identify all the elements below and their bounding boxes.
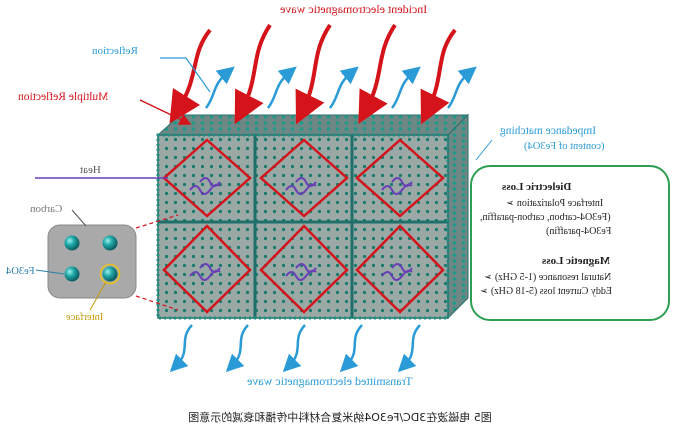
incident-wave-arrows [169,23,457,125]
transmitted-wave-label: Transmitted electromagnetic wave [247,374,413,388]
leader-lines [35,57,493,179]
transmitted-wave-arrows [169,324,421,373]
interface-label: Interface [66,312,104,323]
reflection-label: Reflection [92,45,138,57]
heat-squiggles [189,177,413,281]
loss-mechanism-panel: Dielectric Loss Interface Polarization ➢… [470,165,670,321]
magnetic-loss-item: Natural resonance (1-5 GHz) ➢ [484,272,612,283]
magnetic-loss-item: Eddy Current loss (5-18 GHz) ➢ [480,286,612,297]
fe3o4-particle [102,266,118,282]
figure-caption: 图5 电磁波在3DC/Fe3O4纳米复合材料中传播和衰减的示意图 [188,411,492,424]
inset-particles [35,209,179,311]
incident-wave-label: Incident electromagnetic wave [280,2,428,16]
dielectric-loss-detail: Fe3O4-paraffin) [546,226,612,237]
heat-label: Heat [80,164,101,176]
impedance-matching-sub: (content of Fe3O4) [524,141,605,152]
reflection-arrows [204,66,477,109]
dielectric-loss-detail: (Fe3O4-carbon, carbon-paraffin, [480,212,611,223]
impedance-matching-label: Impedance matching [500,125,597,137]
multiple-reflection-label: Multiple Reflection [18,91,109,103]
multiple-reflection-paths [162,138,445,314]
fe3o4-particle [64,266,80,282]
fe3o4-label: Fe3O4 [6,266,35,277]
dielectric-loss-title: Dielectric Loss [502,181,572,193]
magnetic-loss-title: Magnetic Loss [542,255,611,267]
carbon-label: Carbon [30,203,63,215]
fe3o4-particle [64,235,80,251]
composite-block [156,113,470,320]
dielectric-loss-item: Interface Polarization ➢ [506,198,604,209]
fe3o4-particle [102,235,118,251]
